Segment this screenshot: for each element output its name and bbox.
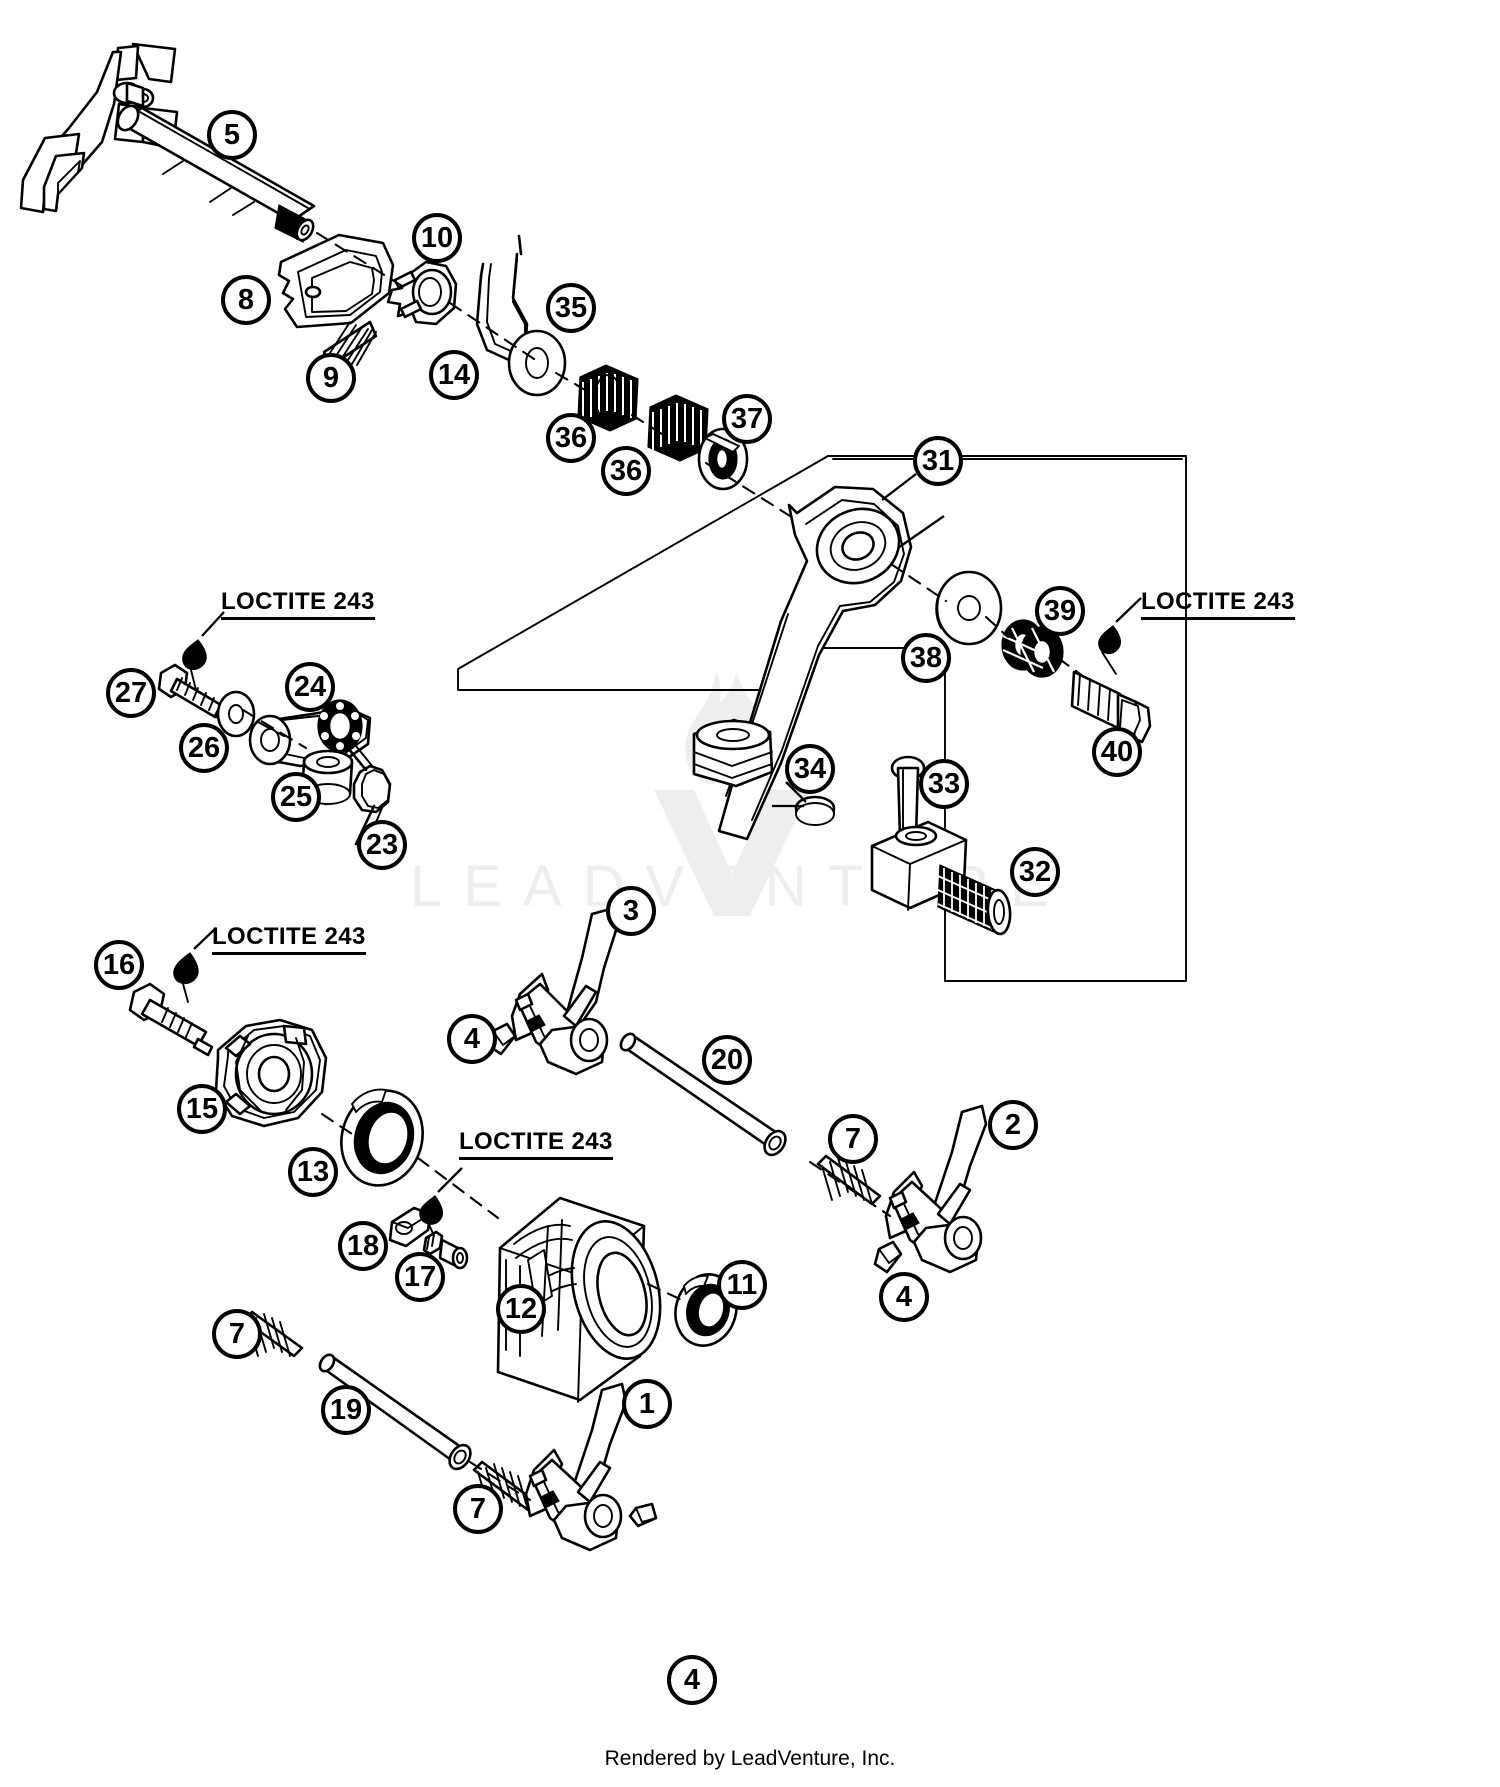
callout-23[interactable]: 23 — [357, 820, 407, 870]
leader-31b — [897, 515, 945, 549]
loctite-note-4: LOCTITE 243 — [459, 1128, 613, 1160]
callout-7[interactable]: 7 — [453, 1484, 503, 1534]
part-39-serrated-lock-washer — [1001, 619, 1064, 678]
part-36-needle-bearing-b — [647, 394, 709, 462]
loctite-note-2: LOCTITE 243 — [1141, 588, 1295, 620]
callout-4[interactable]: 4 — [447, 1014, 497, 1064]
assembly-axis-drum-2 — [416, 1156, 500, 1220]
part-35-flat-washer — [507, 329, 567, 397]
callout-34[interactable]: 34 — [785, 744, 835, 794]
assembly-axis-d — [630, 413, 664, 436]
callout-37[interactable]: 37 — [722, 394, 772, 444]
assembly-axis-pedal-2 — [984, 615, 1010, 639]
part-38-flat-washer-pedal — [935, 570, 1003, 646]
callout-17[interactable]: 17 — [395, 1252, 445, 1302]
callout-5[interactable]: 5 — [207, 110, 257, 160]
callout-7[interactable]: 7 — [212, 1309, 262, 1359]
part-1-shift-fork-lower — [524, 1382, 628, 1552]
callout-35[interactable]: 35 — [546, 283, 596, 333]
assembly-axis-a — [315, 231, 404, 288]
render-credit: Rendered by LeadVenture, Inc. — [604, 1747, 896, 1770]
callout-36[interactable]: 36 — [601, 446, 651, 496]
part-36-needle-bearing-a — [577, 364, 639, 432]
callout-24[interactable]: 24 — [285, 662, 335, 712]
part-34-circlip — [772, 781, 836, 826]
part-5-shift-shaft — [19, 42, 316, 243]
callout-25[interactable]: 25 — [271, 772, 321, 822]
callout-19[interactable]: 19 — [321, 1385, 371, 1435]
part-2-shift-fork-right — [884, 1104, 988, 1274]
callout-20[interactable]: 20 — [702, 1035, 752, 1085]
callout-31[interactable]: 31 — [913, 436, 963, 486]
part-24-index-lever-arm — [248, 699, 372, 768]
callout-2[interactable]: 2 — [988, 1100, 1038, 1150]
callout-32[interactable]: 32 — [1010, 847, 1060, 897]
loctite-note-3: LOCTITE 243 — [212, 923, 366, 955]
callout-12[interactable]: 12 — [496, 1284, 546, 1334]
assembly-axis-pedal-3 — [1056, 656, 1086, 679]
assembly-axis-c — [554, 371, 594, 396]
callout-9[interactable]: 9 — [306, 353, 356, 403]
callout-40[interactable]: 40 — [1092, 727, 1142, 777]
callout-15[interactable]: 15 — [177, 1084, 227, 1134]
callout-14[interactable]: 14 — [429, 350, 479, 400]
assembly-axis-fork-lower — [468, 1460, 532, 1502]
callout-4[interactable]: 4 — [879, 1272, 929, 1322]
part-40-hex-bolt-pedal — [1070, 597, 1152, 744]
callout-33[interactable]: 33 — [919, 759, 969, 809]
part-10-index-lever-claw — [386, 260, 458, 326]
callout-27[interactable]: 27 — [106, 668, 156, 718]
callout-18[interactable]: 18 — [338, 1221, 388, 1271]
part-20-fork-shaft-upper — [619, 1032, 787, 1157]
part-13-shaft-seal-large — [340, 1088, 424, 1187]
callout-26[interactable]: 26 — [179, 723, 229, 773]
callout-10[interactable]: 10 — [412, 213, 462, 263]
callout-16[interactable]: 16 — [94, 940, 144, 990]
part-3-shift-fork-upper — [510, 906, 620, 1076]
assembly-axis-b — [448, 301, 542, 365]
callout-7[interactable]: 7 — [828, 1114, 878, 1164]
part-11-shaft-seal-small — [674, 1273, 738, 1347]
assembly-axis-fork-right — [808, 1160, 892, 1218]
part-32-pedal-tip-knurled — [870, 820, 1012, 936]
callout-1[interactable]: 1 — [622, 1379, 672, 1429]
part-16-hex-bolt-long — [128, 927, 217, 1057]
callout-38[interactable]: 38 — [901, 633, 951, 683]
part-19-fork-shaft-lower — [318, 1353, 472, 1471]
part-17-drum-pin-screw — [419, 1167, 469, 1270]
part-4-guide-pin-right — [873, 1240, 903, 1274]
callout-3[interactable]: 3 — [606, 886, 656, 936]
loctite-note-1: LOCTITE 243 — [221, 588, 375, 620]
part-12-shift-drum — [496, 1196, 662, 1403]
part-8-shift-shaft-plate — [277, 233, 395, 329]
part-4-guide-pin-lower — [628, 1502, 658, 1528]
assembly-axis-drum-3 — [646, 1282, 688, 1304]
assembly-axis-drum-1 — [320, 1112, 354, 1136]
callout-13[interactable]: 13 — [288, 1147, 338, 1197]
callout-11[interactable]: 11 — [717, 1260, 767, 1310]
part-26-flat-washer-small — [216, 690, 256, 738]
callout-36[interactable]: 36 — [546, 413, 596, 463]
callout-4[interactable]: 4 — [667, 1655, 717, 1705]
part-15-detent-star-assembly — [214, 1018, 328, 1128]
callout-39[interactable]: 39 — [1035, 586, 1085, 636]
assembly-axis-pedal-1 — [889, 562, 948, 603]
leader-31 — [881, 473, 917, 501]
callout-8[interactable]: 8 — [221, 275, 271, 325]
part-31-gear-shift-pedal — [457, 455, 1187, 982]
assembly-axis-index — [241, 708, 308, 750]
